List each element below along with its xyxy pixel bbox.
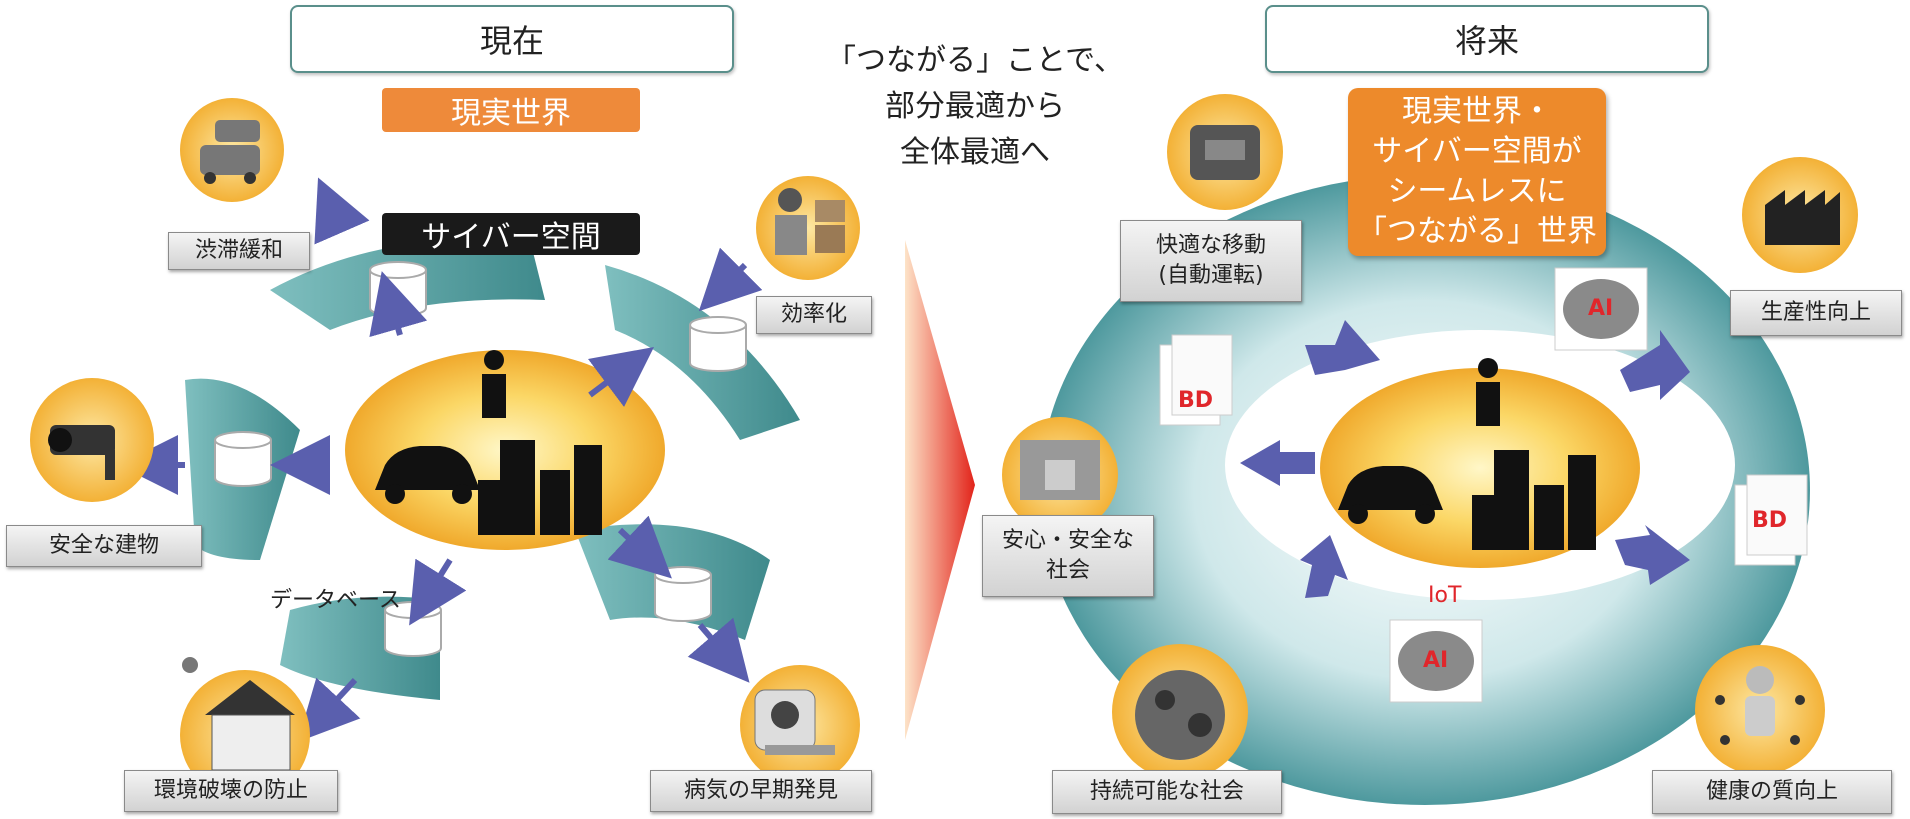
bd-stack-1 bbox=[1159, 334, 1233, 426]
transition-arrow bbox=[905, 240, 975, 740]
seamless-line-4: 「つながる」世界 bbox=[1357, 214, 1597, 249]
autonomous-car-icon bbox=[1190, 125, 1260, 180]
cyber-space-label: サイバー空間 bbox=[382, 213, 640, 255]
mobility-line-1: 快適な移動 bbox=[1155, 233, 1266, 258]
earth-trees-icon bbox=[1135, 670, 1225, 760]
mri-scanner-icon bbox=[754, 689, 835, 755]
seamless-line-2: サイバー空間が bbox=[1372, 134, 1582, 169]
mobility-line-2: (自動運転) bbox=[1158, 263, 1264, 288]
health-quality-label: 健康の質向上 bbox=[1652, 770, 1892, 814]
comfortable-mobility-label: 快適な移動 (自動運転) bbox=[1120, 220, 1302, 302]
bd-label-2: BD bbox=[1752, 508, 1788, 533]
car-icon bbox=[375, 446, 480, 504]
seamless-line-1: 現実世界・ bbox=[1402, 94, 1552, 129]
center-line-2: 部分最適から bbox=[885, 89, 1065, 124]
car-icon-right bbox=[1338, 466, 1443, 524]
safe-society-label: 安心・安全な 社会 bbox=[982, 515, 1154, 597]
productivity-label: 生産性向上 bbox=[1730, 290, 1902, 336]
solar-house-icon bbox=[182, 657, 295, 771]
seamless-world-block: 現実世界・ サイバー空間が シームレスに 「つながる」世界 bbox=[1348, 88, 1606, 256]
left-arrows bbox=[118, 177, 763, 743]
center-message: 「つながる」ことで、 部分最適から 全体最適へ bbox=[820, 38, 1130, 176]
database-label: データベース bbox=[270, 588, 401, 613]
factory-icon bbox=[1765, 190, 1840, 245]
town-street-icon bbox=[1020, 440, 1100, 500]
ai-label-top: AI bbox=[1588, 296, 1614, 321]
ai-label-bottom: AI bbox=[1423, 648, 1449, 673]
efficiency-label: 効率化 bbox=[756, 296, 872, 334]
center-line-3: 全体最適へ bbox=[900, 135, 1050, 170]
center-line-1: 「つながる」ことで、 bbox=[826, 43, 1124, 78]
safe-society-line-1: 安心・安全な bbox=[1001, 528, 1134, 553]
person-on-buildings-icon bbox=[478, 350, 602, 535]
bd-label-1: BD bbox=[1178, 388, 1214, 413]
security-camera-icon bbox=[48, 425, 115, 480]
robot-figure-icon bbox=[1715, 666, 1805, 745]
safe-society-line-2: 社会 bbox=[1045, 558, 1090, 583]
future-header: 将来 bbox=[1265, 5, 1709, 73]
brain-icon-top bbox=[1563, 279, 1639, 339]
bd-stack-2 bbox=[1734, 474, 1808, 566]
traffic-cars-icon bbox=[200, 120, 260, 184]
brain-icon-bottom bbox=[1398, 631, 1474, 691]
worker-boxes-icon bbox=[775, 188, 845, 255]
traffic-relief-label: 渋滞緩和 bbox=[168, 232, 310, 270]
sustainable-society-label: 持続可能な社会 bbox=[1052, 770, 1282, 814]
early-disease-detection-label: 病気の早期発見 bbox=[650, 770, 872, 812]
environment-protection-label: 環境破壊の防止 bbox=[124, 770, 338, 812]
person-on-buildings-icon-right bbox=[1472, 358, 1596, 550]
safe-building-label: 安全な建物 bbox=[6, 525, 202, 567]
iot-label: IoT bbox=[1428, 583, 1462, 608]
seamless-line-3: シームレスに bbox=[1387, 174, 1567, 209]
current-header: 現在 bbox=[290, 5, 734, 73]
right-arrows bbox=[1240, 320, 1690, 598]
real-world-label-left: 現実世界 bbox=[382, 88, 640, 132]
